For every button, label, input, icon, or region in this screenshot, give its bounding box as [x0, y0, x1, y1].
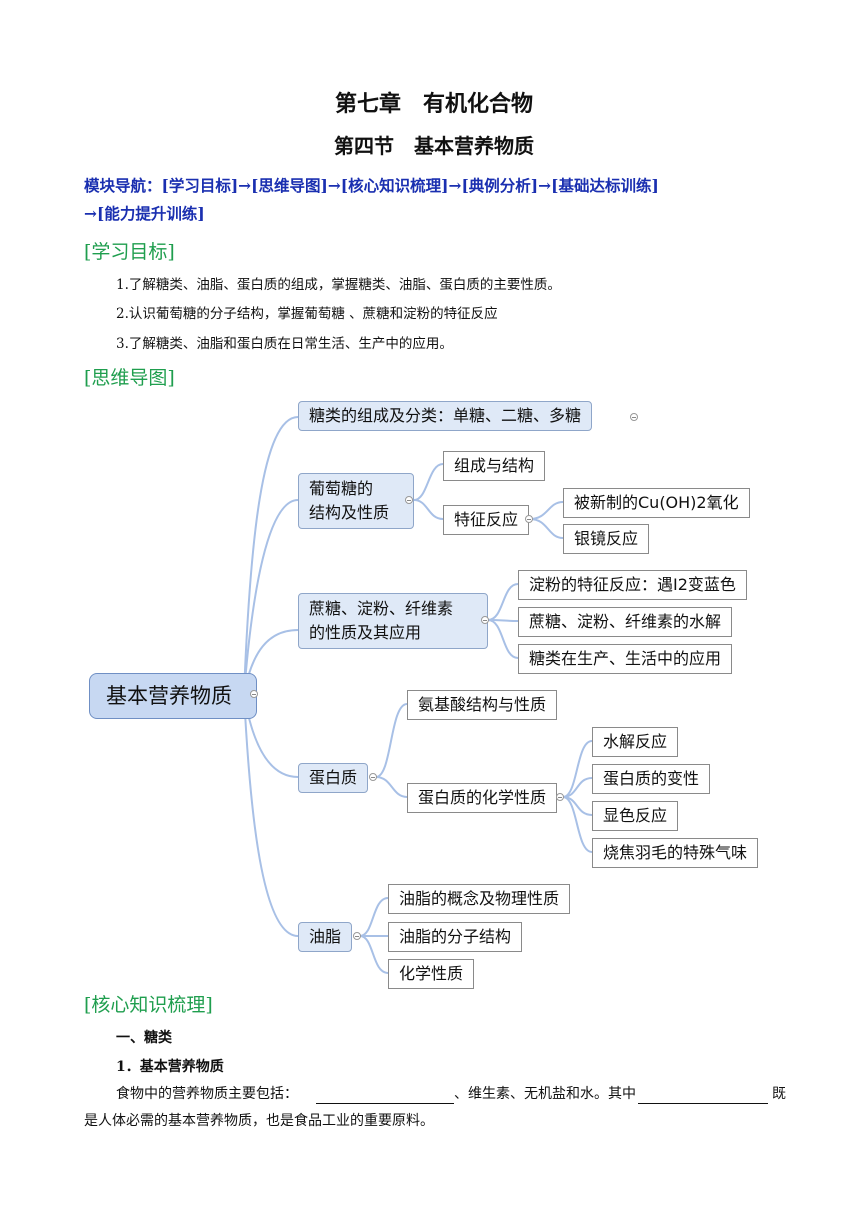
objective-item: 3.了解糖类、油脂和蛋白质在日常生活、生产中的应用。	[116, 336, 453, 352]
mind-map-connectors	[243, 416, 593, 974]
node-fat-concept[interactable]: 油脂的概念及物理性质	[388, 884, 571, 914]
node-protein-denature[interactable]: 蛋白质的变性	[592, 764, 711, 794]
para-text-c: 既	[772, 1086, 786, 1102]
node-protein-chemistry[interactable]: 蛋白质的化学性质	[407, 783, 558, 813]
node-sucrose-starch[interactable]: 蔗糖、淀粉、纤维素 的性质及其应用	[298, 593, 488, 649]
expand-icon[interactable]	[630, 413, 638, 421]
node-amino-acid[interactable]: 氨基酸结构与性质	[407, 690, 558, 720]
chapter-title: 第七章 有机化合物	[334, 91, 533, 117]
collapse-icon[interactable]	[250, 690, 258, 698]
core-knowledge-heading: [核心知识梳理]	[84, 994, 213, 1016]
para-text-b: 、维生素、无机盐和水。其中	[454, 1086, 636, 1102]
module-nav-line2[interactable]: →[能力提升训练]	[84, 204, 205, 223]
node-silver-mirror[interactable]: 银镜反应	[563, 524, 650, 554]
node-glucose-line2: 结构及性质	[309, 503, 390, 522]
node-glucose-reaction[interactable]: 特征反应	[443, 505, 530, 535]
node-burning-smell[interactable]: 烧焦羽毛的特殊气味	[592, 838, 759, 868]
mind-map: 基本营养物质 糖类的组成及分类：单糖、二糖、多糖 葡萄糖的 结构及性质 组成与结…	[0, 392, 868, 992]
collapse-icon[interactable]	[481, 616, 489, 624]
node-protein-hydrolysis[interactable]: 水解反应	[592, 727, 679, 757]
node-sucrose-line1: 蔗糖、淀粉、纤维素	[309, 599, 454, 618]
collapse-icon[interactable]	[353, 932, 361, 940]
node-protein[interactable]: 蛋白质	[298, 763, 369, 793]
node-glucose[interactable]: 葡萄糖的 结构及性质	[298, 473, 414, 529]
node-sugar-application[interactable]: 糖类在生产、生活中的应用	[518, 644, 733, 674]
mindmap-heading: [思维导图]	[84, 367, 175, 389]
objective-item: 1.了解糖类、油脂、蛋白质的组成，掌握糖类、油脂、蛋白质的主要性质。	[116, 277, 561, 293]
section-title: 第四节 基本营养物质	[334, 134, 534, 158]
collapse-icon[interactable]	[369, 773, 377, 781]
subheading-basic-nutrients: 1．基本营养物质	[116, 1059, 224, 1075]
para-text-a: 食物中的营养物质主要包括：	[116, 1086, 298, 1102]
objectives-heading: [学习目标]	[84, 241, 175, 263]
node-fat[interactable]: 油脂	[298, 922, 353, 952]
node-starch-reaction[interactable]: 淀粉的特征反应：遇I2变蓝色	[518, 570, 747, 600]
objective-item: 2.认识葡萄糖的分子结构，掌握葡萄糖 、蔗糖和淀粉的特征反应	[116, 306, 498, 322]
node-sugar-hydrolysis[interactable]: 蔗糖、淀粉、纤维素的水解	[518, 607, 733, 637]
para-text-d: 是人体必需的基本营养物质，也是食品工业的重要原料。	[84, 1113, 434, 1129]
subheading-sugars: 一、糖类	[116, 1030, 172, 1046]
module-nav-line1[interactable]: 模块导航：[学习目标]→[思维导图]→[核心知识梳理]→[典例分析]→[基础达标…	[84, 176, 659, 195]
collapse-icon[interactable]	[525, 515, 533, 523]
node-fat-structure[interactable]: 油脂的分子结构	[388, 922, 523, 952]
node-sugar-classification[interactable]: 糖类的组成及分类：单糖、二糖、多糖	[298, 401, 593, 431]
node-glucose-structure[interactable]: 组成与结构	[443, 451, 546, 481]
node-sucrose-line2: 的性质及其应用	[309, 623, 422, 642]
node-fat-chemistry[interactable]: 化学性质	[388, 959, 475, 989]
fill-blank-2[interactable]	[638, 1089, 768, 1104]
node-glucose-line1: 葡萄糖的	[309, 479, 374, 498]
collapse-icon[interactable]	[556, 793, 564, 801]
fill-blank-1[interactable]	[316, 1089, 454, 1104]
collapse-icon[interactable]	[405, 496, 413, 504]
node-color-reaction[interactable]: 显色反应	[592, 801, 679, 831]
mindmap-root-node[interactable]: 基本营养物质	[89, 673, 257, 719]
node-cu-oxidation[interactable]: 被新制的Cu(OH)2氧化	[563, 488, 750, 518]
paragraph-nutrients: 食物中的营养物质主要包括： 、维生素、无机盐和水。其中 既 是人体必需的基本营养…	[84, 1081, 786, 1135]
